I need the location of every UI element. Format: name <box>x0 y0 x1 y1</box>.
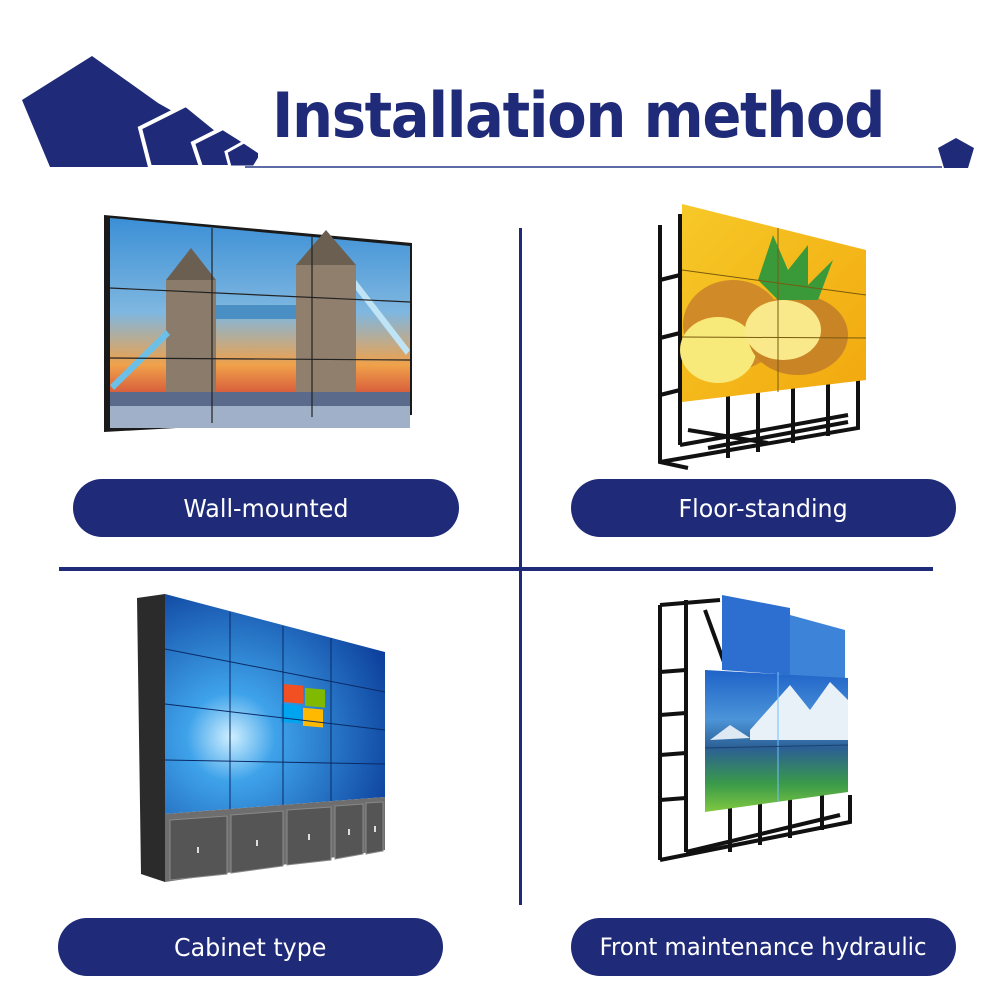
wall-mounted-label: Wall-mounted <box>73 479 459 537</box>
wall-mounted-image <box>100 210 420 435</box>
cabinet-type-label: Cabinet type <box>58 918 443 976</box>
page-title: Installation method <box>272 79 885 152</box>
horizontal-divider <box>59 567 933 571</box>
floor-standing-text: Floor-standing <box>678 493 849 523</box>
wall-mounted-text: Wall-mounted <box>183 493 349 523</box>
front-maintenance-hydraulic-label: Front maintenance hydraulic <box>571 918 956 976</box>
floor-standing-label: Floor-standing <box>571 479 956 537</box>
floor-standing-image <box>648 200 873 475</box>
title-underline <box>245 166 942 168</box>
cabinet-type-text: Cabinet type <box>174 932 327 962</box>
stacked-pentagons-icon <box>18 50 258 175</box>
vertical-divider <box>519 228 522 905</box>
cabinet-type-image <box>135 592 390 887</box>
front-maintenance-hydraulic-text: Front maintenance hydraulic <box>600 933 927 961</box>
front-maintenance-hydraulic-image <box>650 590 865 870</box>
pentagon-icon <box>936 137 976 169</box>
